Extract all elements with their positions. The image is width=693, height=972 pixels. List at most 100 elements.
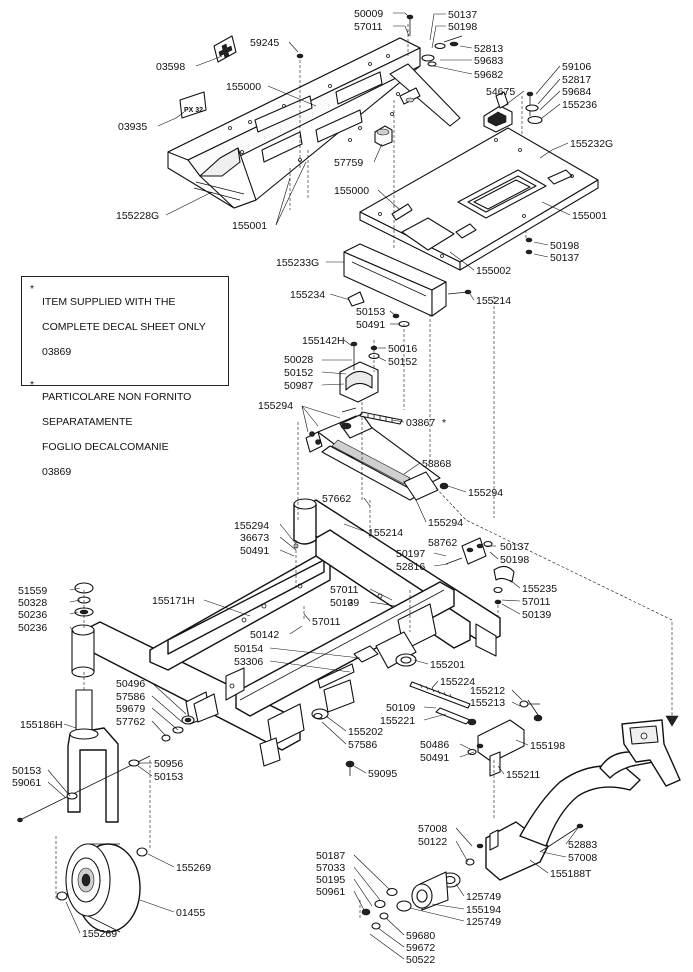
actuator-58868 (305, 407, 449, 501)
part-label: 50152 (388, 356, 417, 368)
part-label: 50028 (284, 354, 313, 366)
part-label: 57662 (322, 493, 351, 505)
part-label: 155294 (258, 400, 293, 412)
part-label: 59684 (562, 86, 591, 98)
part-label: 50153 (154, 771, 183, 783)
hardware-top-right (525, 91, 543, 255)
lift-arm-155188T (485, 719, 681, 881)
part-labels: 50009 57011 50137 50198 52813 59683 5968… (12, 8, 613, 966)
part-label: 58762 (428, 537, 457, 549)
part-label: 03935 (118, 121, 147, 133)
part-label: 155214 (476, 295, 511, 307)
part-label: 155269 (82, 928, 117, 940)
part-label: 59682 (474, 69, 503, 81)
part-label: 59061 (12, 777, 41, 789)
part-label: 155233G (276, 257, 319, 269)
part-label: 155214 (368, 527, 403, 539)
part-label: 52816 (396, 561, 425, 573)
part-label: 155186H (20, 719, 63, 731)
part-label: * (442, 417, 446, 429)
part-label: 50491 (420, 752, 449, 764)
part-label: 59672 (406, 942, 435, 954)
part-label: 50198 (448, 21, 477, 33)
part-label: 57759 (334, 157, 363, 169)
part-label: 155000 (226, 81, 261, 93)
part-label: 50152 (284, 367, 313, 379)
part-label: 50137 (550, 252, 579, 264)
note-line: 03869 (42, 345, 72, 358)
decal-03867 (359, 411, 403, 425)
part-label: 50154 (234, 643, 263, 655)
part-label: 50016 (388, 343, 417, 355)
part-label: 155201 (430, 659, 465, 671)
part-label: 50137 (500, 541, 529, 553)
part-label: 57011 (354, 21, 383, 33)
part-label: 03598 (156, 61, 185, 73)
part-label: 50197 (396, 548, 425, 560)
part-label: 155188T (550, 868, 592, 880)
part-label: 155235 (522, 583, 557, 595)
decal-note-box: * ITEM SUPPLIED WITH THE COMPLETE DECAL … (21, 276, 229, 478)
part-label: 50956 (154, 758, 183, 770)
cover-155233G (343, 243, 447, 317)
hardware-left-middle (161, 693, 355, 776)
part-label: 50139 (522, 609, 551, 621)
part-label: 155202 (348, 726, 383, 738)
part-label: 50137 (448, 9, 477, 21)
part-label: 155213 (470, 697, 505, 709)
part-label: 57011 (330, 584, 359, 596)
part-label: 50153 (12, 765, 41, 777)
part-label: 155228G (116, 210, 159, 222)
part-label: 03867 (406, 417, 435, 429)
part-label: 125749 (466, 891, 501, 903)
note-line: FOGLIO DECALCOMANIE (42, 441, 169, 453)
part-label: 50139 (330, 597, 359, 609)
note-line: SEPARATAMENTE (42, 416, 133, 428)
clip-57759 (374, 125, 393, 147)
part-label: 54675 (486, 86, 515, 98)
bracket-58762 (445, 537, 515, 605)
part-label: 57586 (116, 691, 145, 703)
note-line: PARTICOLARE NON FORNITO (42, 391, 192, 403)
part-label: 50122 (418, 836, 447, 848)
decal-text: PX 32 (184, 107, 203, 114)
part-label: 50328 (18, 597, 47, 609)
part-label: 155001 (232, 220, 267, 232)
part-label: 155171H (152, 595, 195, 607)
part-label: 50109 (386, 702, 415, 714)
part-label: 52813 (474, 43, 503, 55)
hardware-bottom (361, 843, 484, 930)
seat-plate (359, 127, 599, 271)
part-label: 50236 (18, 622, 47, 634)
part-label: 50198 (500, 554, 529, 566)
part-label: 50153 (356, 306, 385, 318)
part-label: 59106 (562, 61, 591, 73)
part-label: 155221 (380, 715, 415, 727)
part-label: 50491 (240, 545, 269, 557)
part-label: 155224 (440, 676, 475, 688)
note-line: 03869 (42, 466, 72, 478)
wheel-01455 (56, 843, 148, 933)
part-label: 59095 (368, 768, 397, 780)
note-english: * ITEM SUPPLIED WITH THE COMPLETE DECAL … (30, 283, 222, 371)
part-label: 59683 (474, 55, 503, 67)
part-label: 50195 (316, 874, 345, 886)
part-label: 155294 (234, 520, 269, 532)
part-label: 50142 (250, 629, 279, 641)
part-label: 50961 (316, 886, 345, 898)
note-italian: * PARTICOLARE NON FORNITO SEPARATAMENTE … (30, 379, 222, 492)
part-label: 155194 (466, 904, 501, 916)
main-frame-155171H (83, 498, 501, 767)
part-label: 50198 (550, 240, 579, 252)
hardware-top-center (296, 14, 463, 127)
part-label: 36673 (240, 532, 269, 544)
part-label: 53306 (234, 656, 263, 668)
bracket-155142H (339, 341, 379, 403)
part-label: 155294 (428, 517, 463, 529)
part-label: 59680 (406, 930, 435, 942)
part-label: 57011 (522, 596, 551, 608)
note-marker: * (30, 283, 35, 295)
leader-lines (47, 12, 579, 960)
decal-03598 (213, 35, 237, 63)
